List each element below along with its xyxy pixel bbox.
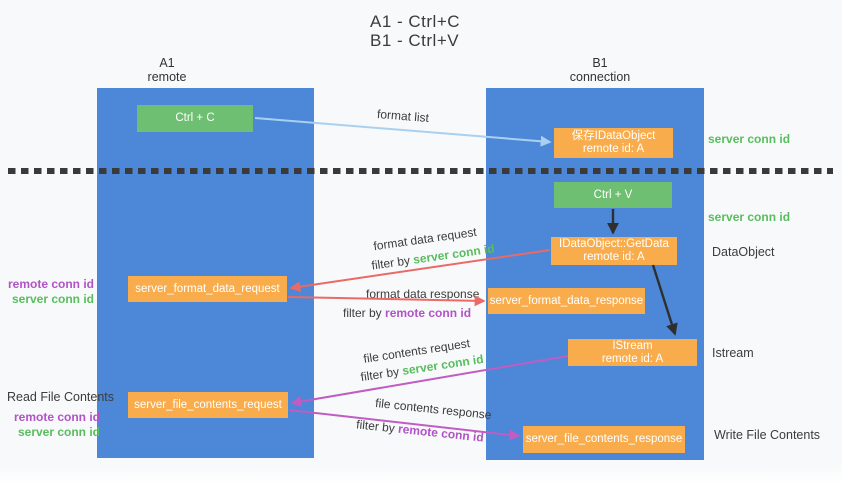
node-save-idataobject-id: remote id: A — [582, 143, 645, 155]
title-line-a1: A1 - Ctrl+C — [370, 12, 461, 31]
server-conn-id-label: server conn id — [17, 424, 100, 439]
node-ctrl-c-label: Ctrl + C — [175, 112, 215, 124]
annotation-left-file-keys: remote conn id server conn id — [6, 410, 100, 439]
annotation-dataobject: DataObject — [712, 245, 775, 259]
filter-key-remote-conn-id: remote conn id — [385, 306, 472, 320]
title-line-b1: B1 - Ctrl+V — [370, 31, 460, 50]
node-istream-title: IStream — [612, 339, 653, 352]
node-save-idataobject-title: 保存IDataObject — [571, 130, 656, 142]
message-format-list: format list — [376, 106, 430, 126]
node-server-format-data-request-label: server_format_data_request — [135, 282, 280, 295]
filter-prefix: filter by — [343, 306, 382, 320]
message-format-data-response-filter: filter by remote conn id — [343, 306, 471, 320]
lifeline-a1-id: A1 — [159, 56, 175, 70]
node-getdata-id: remote id: A — [583, 251, 645, 263]
node-server-format-data-response-label: server_format_data_response — [489, 294, 644, 307]
node-getdata-title: IDataObject::GetData — [559, 238, 669, 250]
annotation-server-conn-id-mid: server conn id — [708, 210, 791, 224]
annotation-write-file-contents: Write File Contents — [714, 428, 821, 442]
node-server-file-contents-request: server_file_contents_request — [128, 392, 288, 418]
node-server-file-contents-response: server_file_contents_response — [523, 426, 685, 453]
lifeline-b1-role: connection — [569, 70, 631, 84]
node-ctrl-c: Ctrl + C — [137, 105, 253, 132]
node-istream: IStream remote id: A — [568, 339, 697, 366]
node-server-format-data-request: server_format_data_request — [128, 276, 287, 302]
annotation-read-file-contents: Read File Contents — [7, 390, 115, 404]
node-server-file-contents-response-label: server_file_contents_response — [525, 433, 683, 445]
node-istream-id: remote id: A — [601, 352, 664, 365]
message-file-contents-response-filter: filter by remote conn id — [356, 417, 485, 444]
node-server-format-data-response: server_format_data_response — [488, 288, 645, 314]
diagram-title: A1 - Ctrl+C B1 - Ctrl+V — [370, 12, 460, 50]
filter-key-remote-conn-id: remote conn id — [397, 421, 485, 445]
filter-prefix: filter by — [370, 253, 411, 273]
remote-conn-id-label: remote conn id — [13, 410, 100, 424]
lifeline-header-b1: B1 connection — [550, 56, 650, 84]
node-idataobject-getdata: IDataObject::GetData remote id: A — [551, 237, 677, 265]
node-server-file-contents-request-label: server_file_contents_request — [134, 398, 282, 411]
node-save-idataobject: 保存IDataObject remote id: A — [554, 128, 673, 158]
message-file-contents-response: file contents response — [374, 395, 493, 423]
message-format-data-response: format data response — [366, 287, 480, 301]
annotation-left-format-keys: remote conn id server conn id — [6, 277, 94, 306]
lifeline-a1-role: remote — [147, 70, 187, 84]
node-ctrl-v: Ctrl + V — [554, 182, 672, 208]
annotation-istream: Istream — [712, 346, 754, 360]
filter-prefix: filter by — [359, 364, 400, 385]
remote-conn-id-label: remote conn id — [7, 277, 94, 291]
lifeline-header-a1: A1 remote — [117, 56, 217, 84]
annotation-server-conn-id-top: server conn id — [708, 132, 791, 146]
lifeline-b1-id: B1 — [592, 56, 608, 70]
filter-prefix: filter by — [355, 417, 396, 436]
server-conn-id-label: server conn id — [11, 291, 94, 306]
node-ctrl-v-label: Ctrl + V — [593, 188, 633, 201]
